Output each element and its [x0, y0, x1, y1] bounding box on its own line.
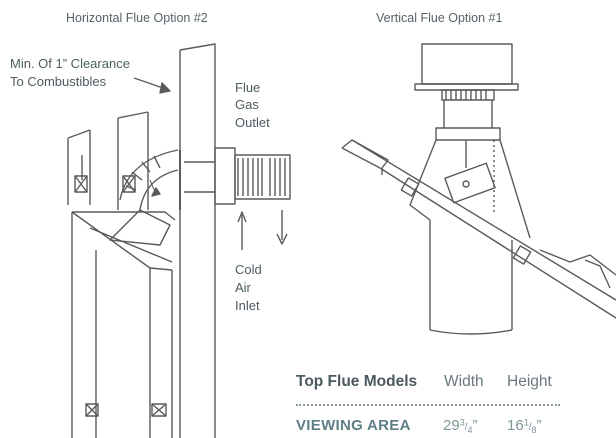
- vertical-flue-drawing: [341, 43, 616, 335]
- horizontal-flue-drawing: [67, 43, 291, 438]
- inlet-label-line1: Cold: [235, 262, 262, 277]
- table-divider: [296, 404, 560, 406]
- clearance-label-line2: To Combustibles: [10, 74, 107, 89]
- vertical-flue-title: Vertical Flue Option #1: [376, 11, 503, 25]
- viewing-area-width: 293/4”: [443, 417, 478, 435]
- outlet-label-line3: Outlet: [235, 115, 270, 130]
- horizontal-flue-title: Horizontal Flue Option #2: [66, 11, 208, 25]
- table-header-models: Top Flue Models: [296, 373, 418, 390]
- table-header-height: Height: [507, 373, 552, 390]
- inlet-label-line2: Air: [235, 280, 251, 295]
- outlet-label-line2: Gas: [235, 97, 259, 112]
- viewing-area-label: VIEWING AREA: [296, 417, 411, 434]
- table-header-width: Width: [444, 373, 484, 390]
- outlet-label-line1: Flue: [235, 80, 261, 95]
- inlet-label-line3: Inlet: [235, 298, 260, 313]
- viewing-area-height: 161/8”: [507, 417, 542, 435]
- clearance-label-line1: Min. Of 1” Clearance: [10, 56, 130, 71]
